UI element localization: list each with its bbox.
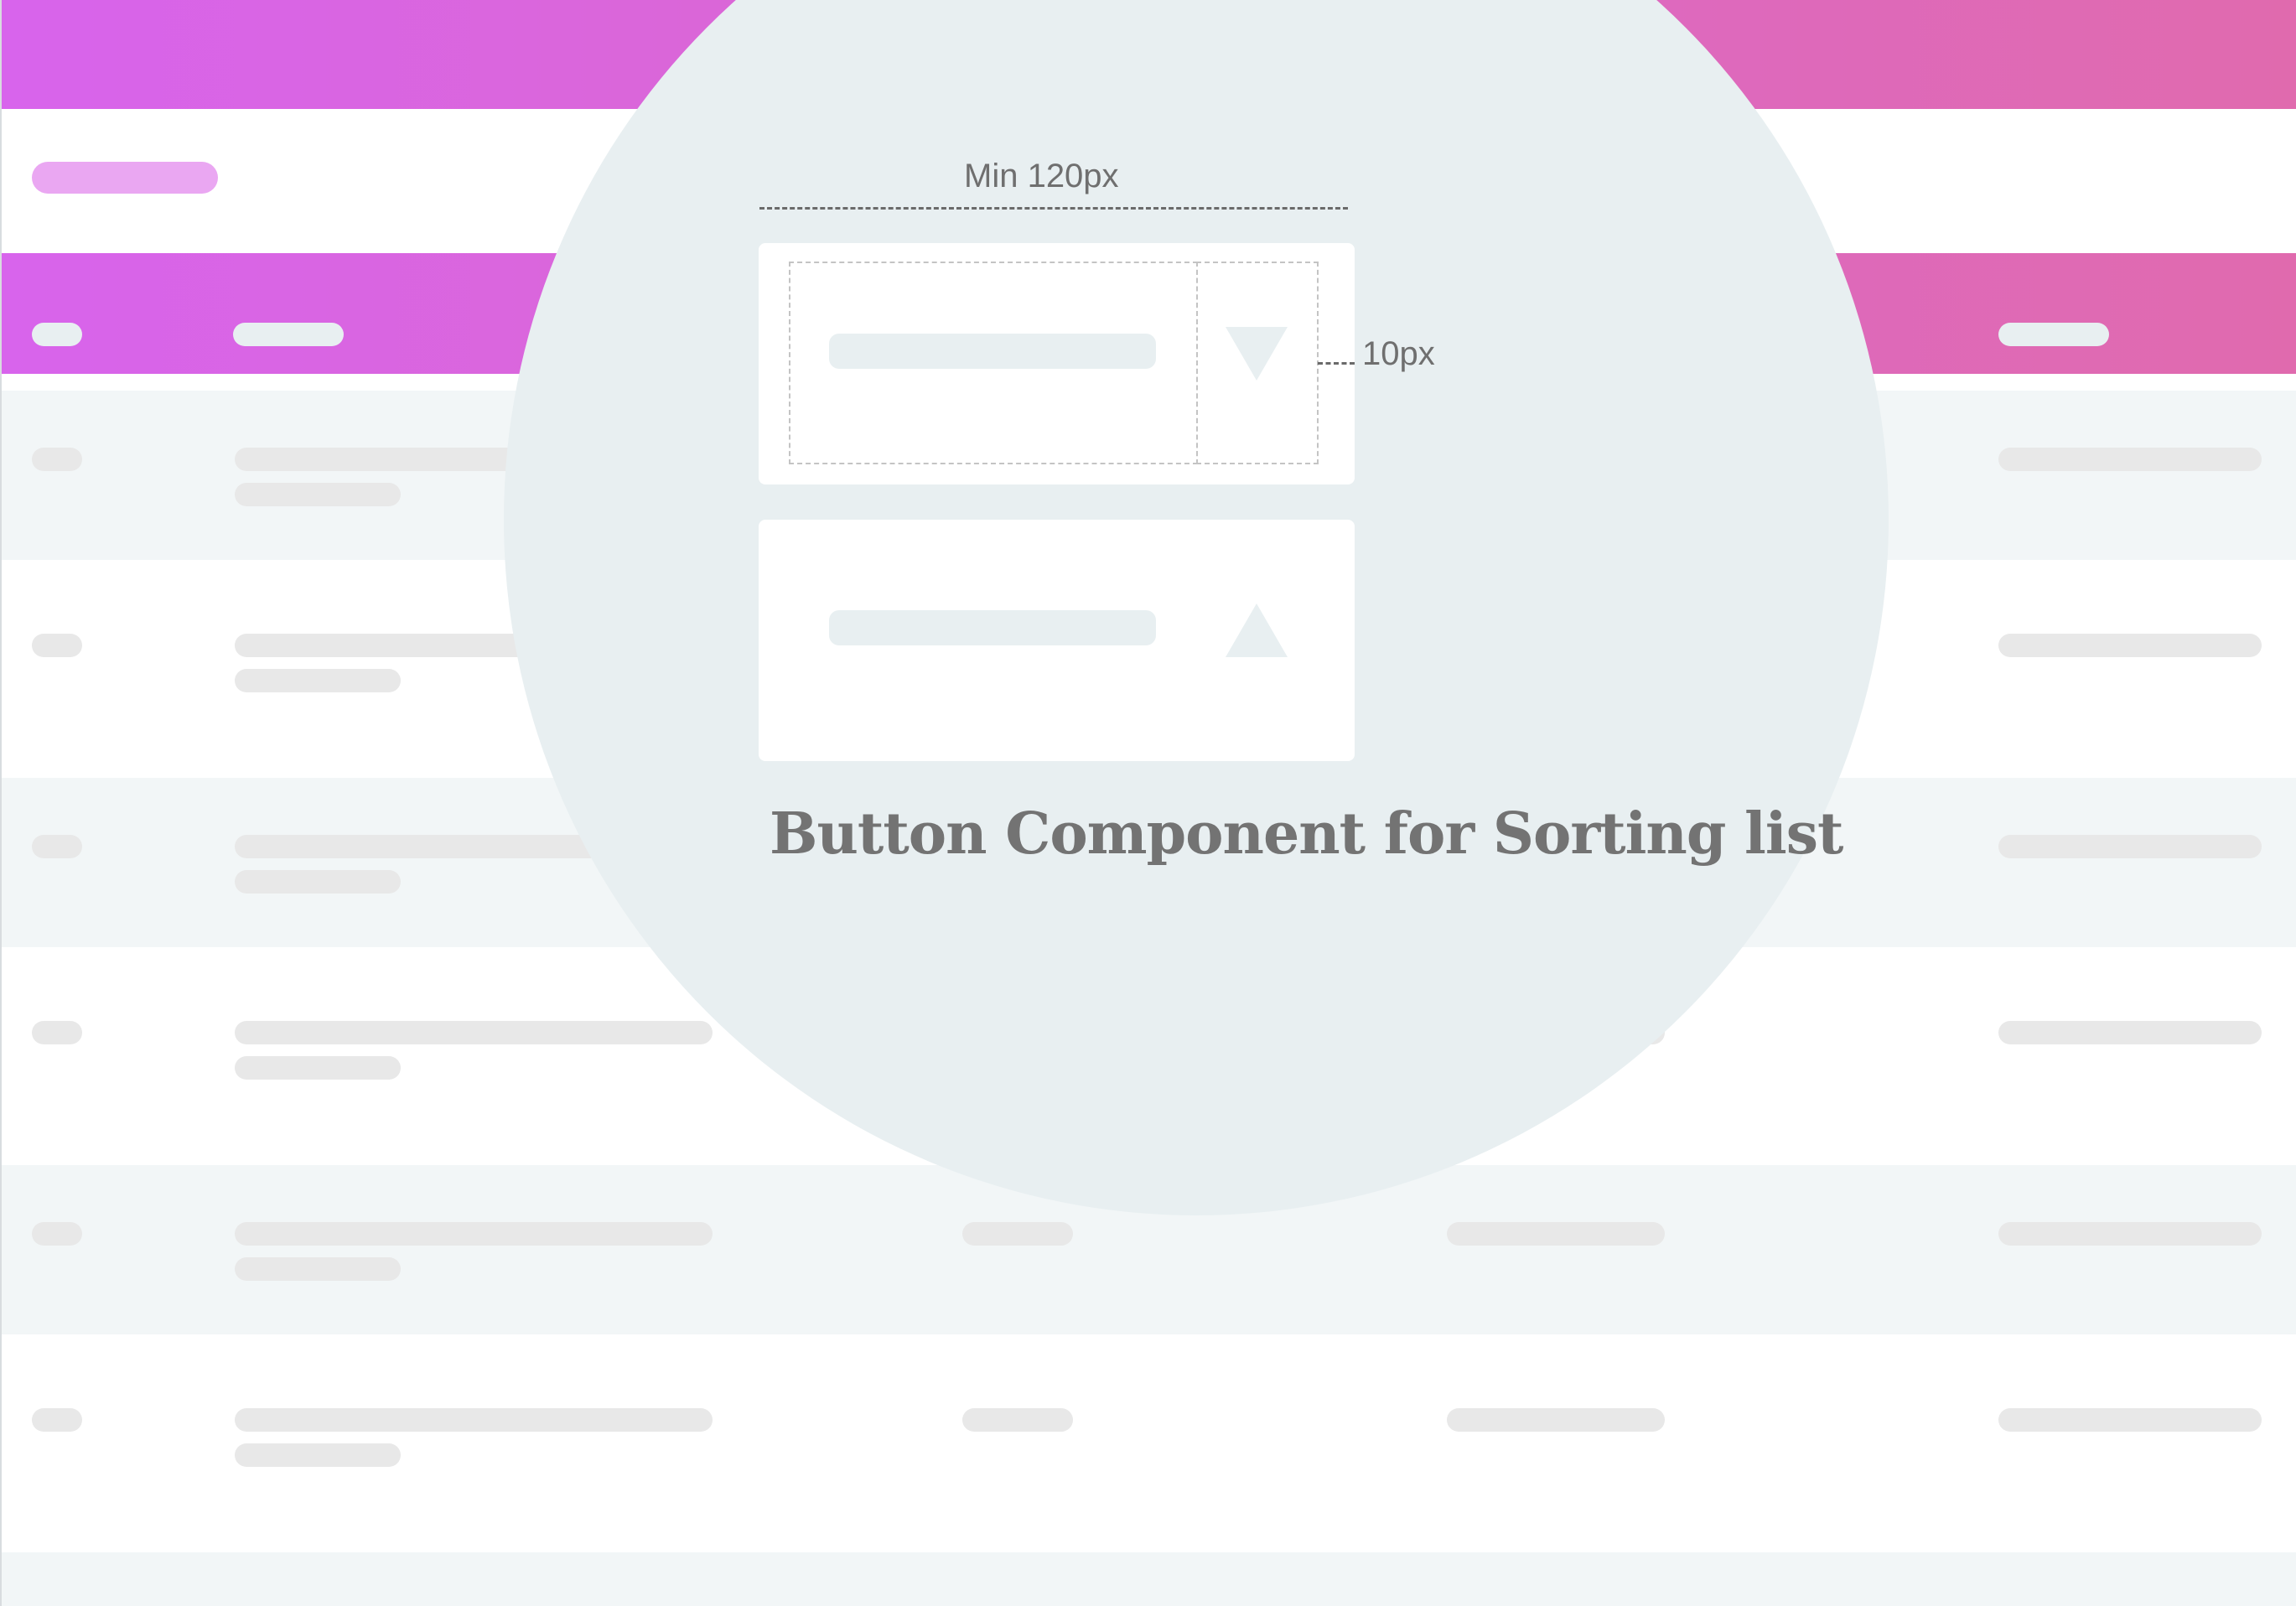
sort-button-ascending[interactable] xyxy=(759,520,1355,761)
cell-placeholder xyxy=(962,1408,1073,1432)
cell-placeholder xyxy=(235,669,401,692)
sort-button-label-placeholder xyxy=(829,334,1156,369)
cell-placeholder xyxy=(235,1257,401,1281)
triangle-up-icon xyxy=(1226,604,1288,657)
cell-placeholder xyxy=(1447,1408,1665,1432)
table-row[interactable] xyxy=(0,1334,2296,1552)
cell-placeholder xyxy=(1998,634,2262,657)
cell-placeholder xyxy=(235,1408,713,1432)
cell-placeholder xyxy=(1998,835,2262,858)
cell-placeholder xyxy=(1998,1408,2262,1432)
callout-title: Button Component for Sorting list xyxy=(770,800,1843,868)
cell-placeholder xyxy=(1998,1021,2262,1044)
padding-guide xyxy=(1318,362,1355,365)
cell-placeholder xyxy=(235,870,401,894)
window-border xyxy=(0,0,2,1606)
cell-placeholder xyxy=(962,1222,1073,1246)
sort-button-descending[interactable] xyxy=(759,243,1355,484)
cell-placeholder xyxy=(235,1443,401,1467)
cell-placeholder xyxy=(32,634,82,657)
padding-label: 10px xyxy=(1362,335,1435,372)
cell-placeholder xyxy=(32,1021,82,1044)
cell-placeholder xyxy=(32,1408,82,1432)
page-title-placeholder xyxy=(32,162,218,194)
cell-placeholder xyxy=(32,448,82,471)
cell-placeholder xyxy=(235,1056,401,1080)
cell-placeholder xyxy=(32,1222,82,1246)
cell-placeholder xyxy=(1998,448,2262,471)
cell-placeholder xyxy=(235,1222,713,1246)
triangle-down-icon xyxy=(1226,327,1288,381)
cell-placeholder xyxy=(1447,1222,1665,1246)
table-row[interactable] xyxy=(0,1552,2296,1606)
cell-placeholder xyxy=(32,835,82,858)
min-width-label: Min 120px xyxy=(964,158,1119,194)
column-header-placeholder[interactable] xyxy=(233,323,344,346)
cell-placeholder xyxy=(1998,1222,2262,1246)
column-header-placeholder[interactable] xyxy=(32,323,82,346)
cell-placeholder xyxy=(235,1021,713,1044)
sort-button-label-placeholder xyxy=(829,610,1156,645)
column-header-placeholder[interactable] xyxy=(1998,323,2109,346)
cell-placeholder xyxy=(235,483,401,506)
min-width-guide xyxy=(759,207,1348,210)
